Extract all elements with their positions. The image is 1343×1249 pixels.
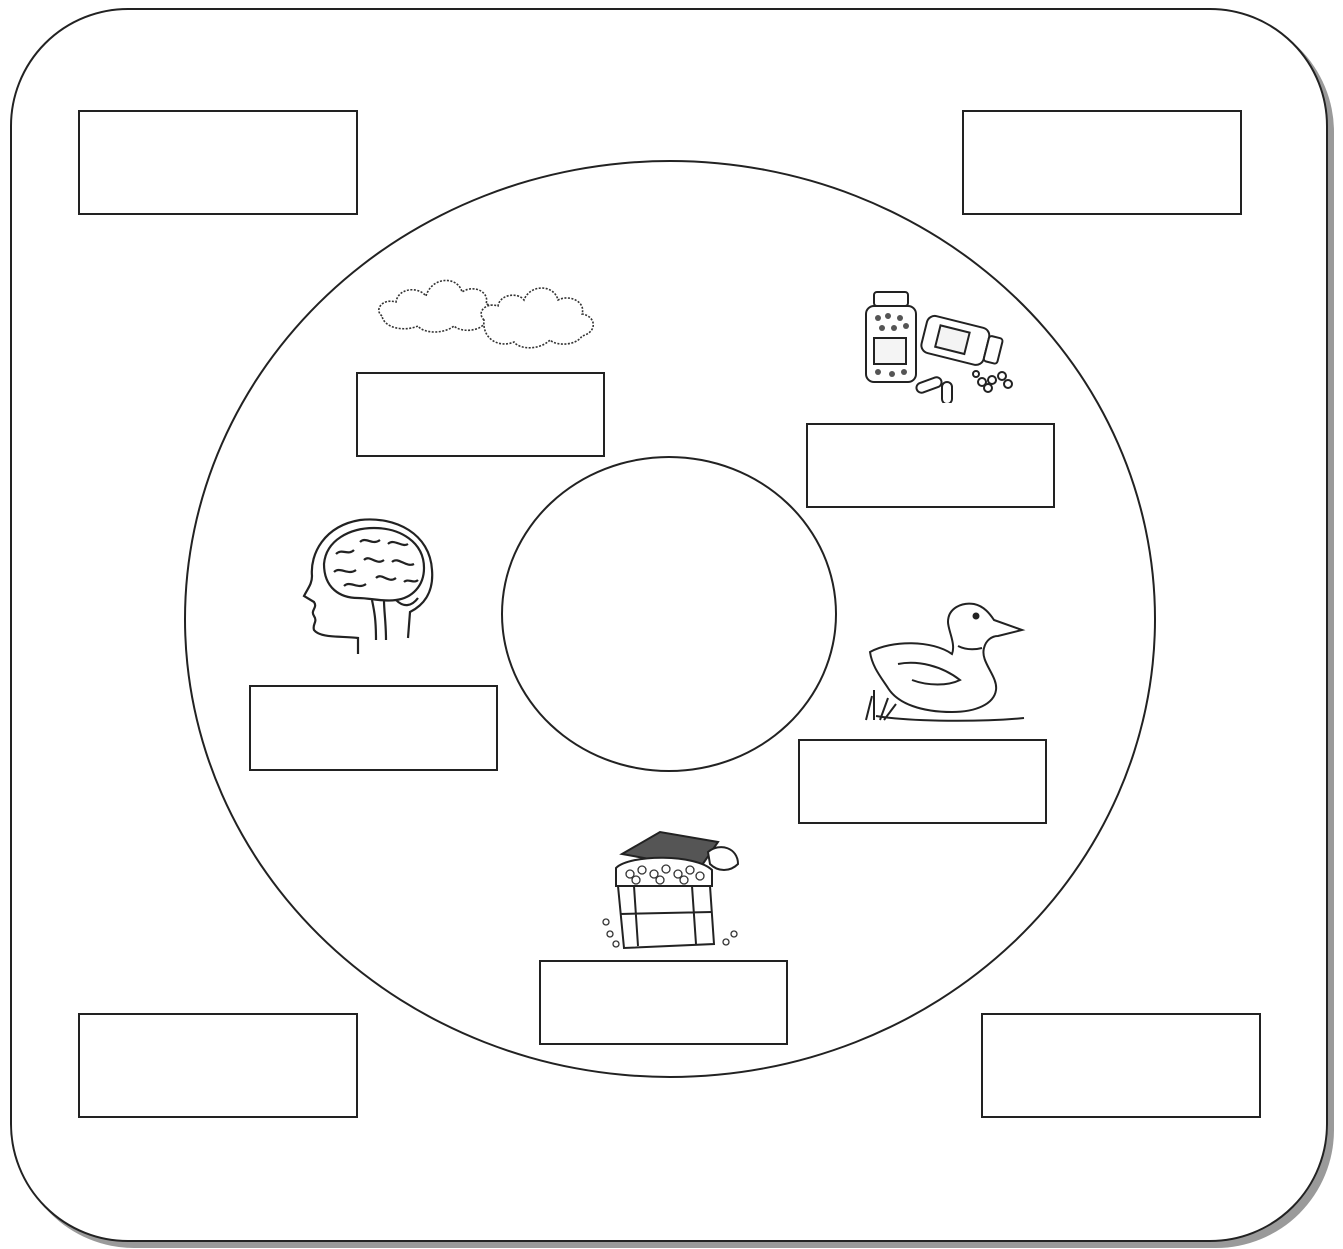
wheel-box-duck[interactable]	[798, 739, 1047, 824]
clouds-icon	[374, 270, 604, 360]
corner-box-top-left[interactable]	[78, 110, 358, 215]
brain-head-icon	[300, 514, 440, 664]
corner-box-top-right[interactable]	[962, 110, 1242, 215]
center-circle[interactable]	[501, 456, 837, 772]
corner-box-bottom-left[interactable]	[78, 1013, 358, 1118]
center-circle-text	[503, 458, 835, 770]
corner-box-bottom-right[interactable]	[981, 1013, 1261, 1118]
wheel-box-treasure[interactable]	[539, 960, 788, 1045]
wheel-box-pill-bottles[interactable]	[806, 423, 1055, 508]
wheel-box-brain[interactable]	[249, 685, 498, 771]
treasure-chest-icon	[600, 824, 750, 954]
pill-bottles-icon	[858, 288, 1018, 403]
duck-icon	[862, 600, 1032, 730]
wheel-box-clouds[interactable]	[356, 372, 605, 457]
